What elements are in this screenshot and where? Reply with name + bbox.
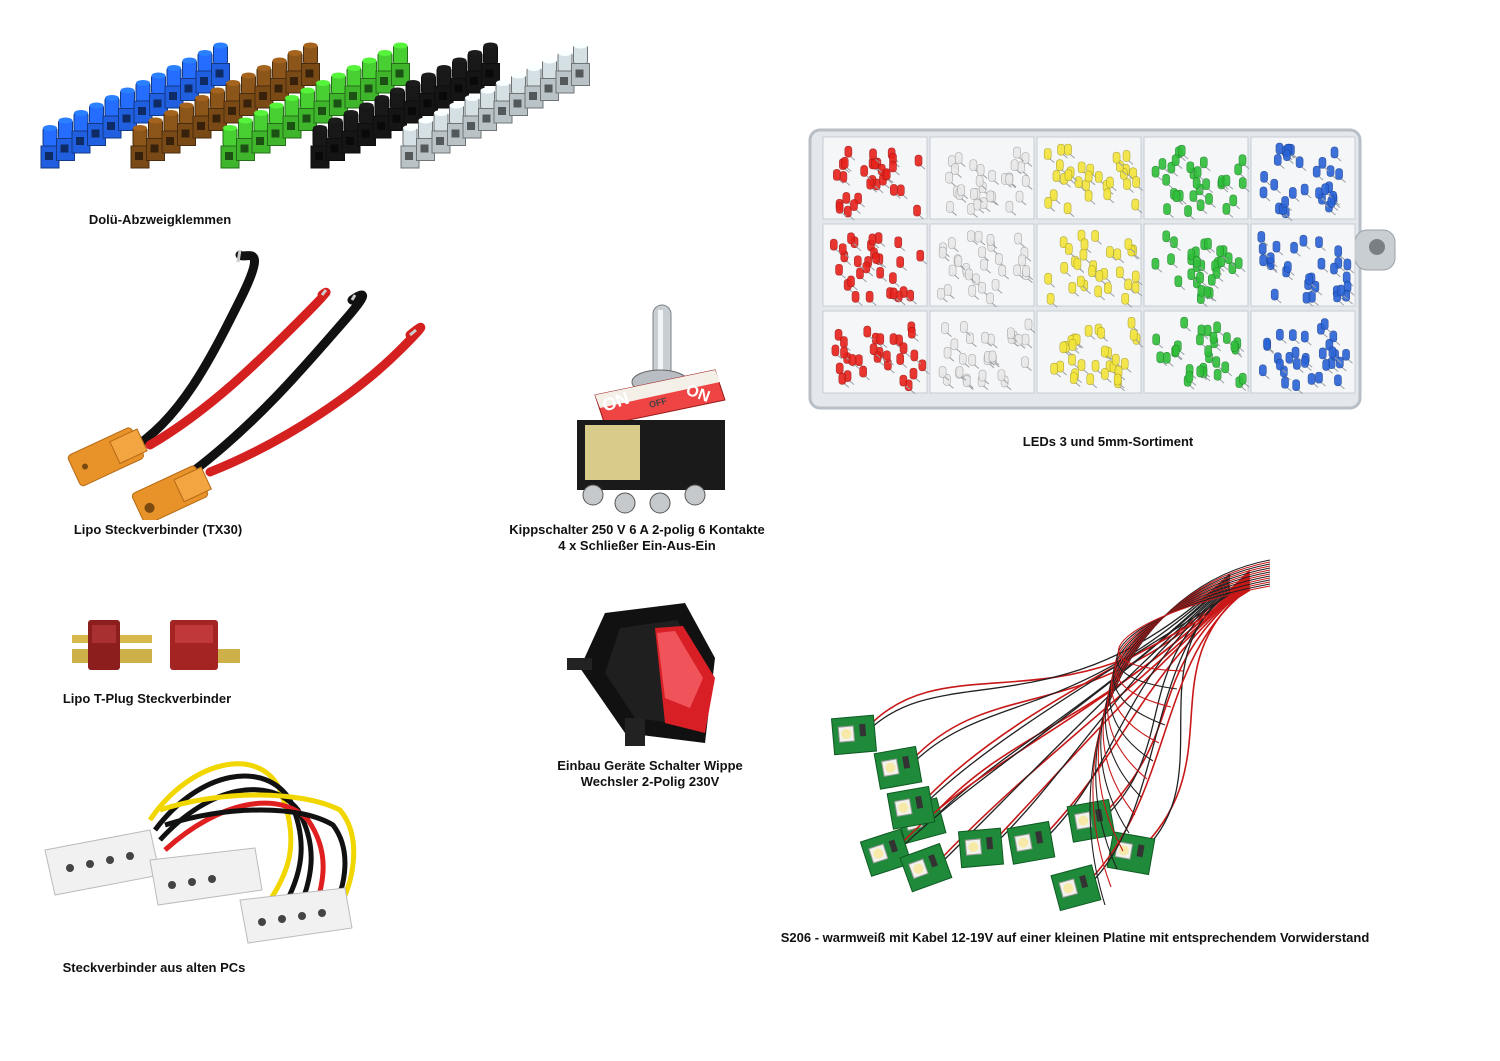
led-board [1050, 587, 1251, 912]
wire [1108, 575, 1271, 762]
wire [1102, 569, 1271, 816]
wire [1097, 565, 1271, 852]
terminal-strip [310, 42, 500, 169]
toggle-switch-image: ON ON OFF [577, 304, 726, 514]
wire [1117, 585, 1271, 672]
led-pcb-image [830, 559, 1271, 912]
terminal-strip [220, 42, 410, 169]
terminal-blocks-image [40, 42, 590, 169]
led-compartment [1250, 223, 1356, 307]
led-pcb-caption: S206 - warmweiß mit Kabel 12-19V auf ein… [780, 930, 1370, 945]
toggle-switch-caption-line2: 4 x Schließer Ein-Aus-Ein [558, 538, 716, 553]
lipo-xt30-image [67, 249, 426, 520]
led-compartment [1143, 310, 1250, 394]
toggle-switch-caption: Kippschalter 250 V 6 A 2-polig 6 Kontakt… [487, 522, 787, 554]
led-compartment [929, 136, 1035, 220]
wire [1111, 577, 1271, 744]
terminal-strip [400, 42, 590, 169]
wire [1095, 563, 1271, 870]
wire [1092, 561, 1271, 888]
led-compartment [1250, 310, 1356, 395]
wire [1106, 573, 1271, 780]
wire [1100, 567, 1271, 834]
terminal-strip [40, 42, 230, 169]
pc-connector-image [44, 761, 357, 944]
led-board [1006, 581, 1251, 865]
pc-connector-caption: Steckverbinder aus alten PCs [62, 960, 246, 975]
rocker-switch-image [567, 603, 715, 746]
rocker-switch-caption-line1: Einbau Geräte Schalter Wippe [557, 758, 743, 773]
led-compartment [929, 223, 1035, 308]
rocker-switch-caption: Einbau Geräte Schalter Wippe Wechsler 2-… [500, 758, 800, 790]
led-compartment [1036, 223, 1143, 308]
led-compartment [1250, 136, 1356, 222]
toggle-switch-caption-line1: Kippschalter 250 V 6 A 2-polig 6 Kontakt… [509, 522, 765, 537]
led-compartment [929, 310, 1036, 394]
lipo-tplug-caption: Lipo T-Plug Steckverbinder [62, 691, 232, 706]
rocker-switch-caption-line2: Wechsler 2-Polig 230V [580, 774, 720, 789]
led-board [873, 571, 1251, 790]
led-assortment-caption: LEDs 3 und 5mm-Sortiment [1022, 434, 1194, 449]
led-board [957, 579, 1251, 869]
led-compartment [822, 136, 928, 221]
led-assortment-image [808, 128, 1396, 410]
led-compartment [1143, 136, 1250, 220]
lipo-tplug-image [72, 620, 240, 670]
led-compartment [822, 310, 930, 395]
led-board [886, 589, 1251, 830]
led-board [1066, 583, 1251, 843]
wire [1112, 579, 1271, 726]
terminal-blocks-caption: Dolü-Abzweigklemmen [88, 212, 232, 227]
led-compartment [1143, 223, 1249, 307]
wire [1116, 583, 1271, 690]
wire [1104, 571, 1271, 798]
terminal-strip [130, 42, 320, 169]
led-compartment [1036, 310, 1144, 394]
led-compartment [1036, 136, 1143, 220]
led-board [830, 569, 1251, 756]
wire [1089, 559, 1271, 906]
wire [1114, 581, 1271, 708]
lipo-xt30-caption: Lipo Steckverbinder (TX30) [73, 522, 243, 537]
label-off: OFF [648, 395, 668, 409]
led-compartment [822, 223, 928, 307]
